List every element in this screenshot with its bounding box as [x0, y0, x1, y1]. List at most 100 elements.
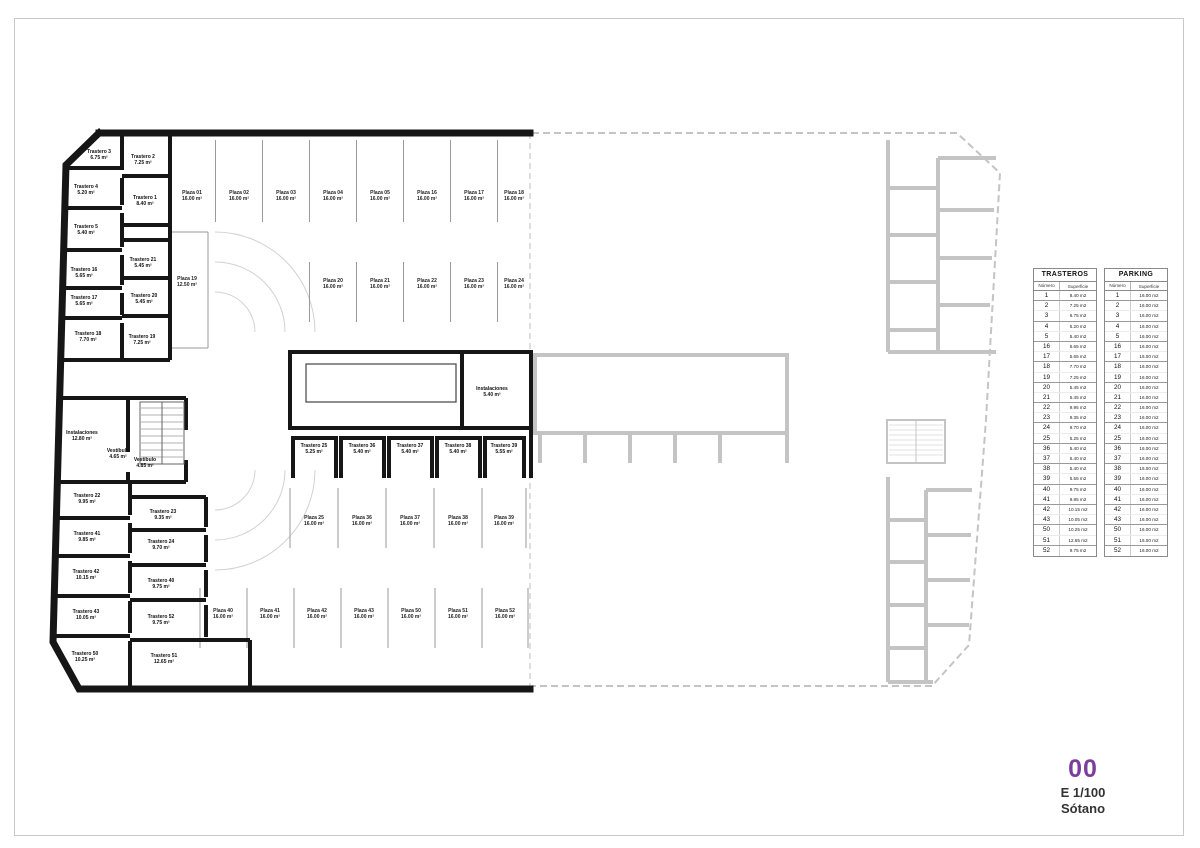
row-numero: 40	[1034, 484, 1060, 494]
row-numero: 21	[1034, 392, 1060, 403]
row-superficie: 16.00 m2	[1139, 506, 1159, 512]
row-numero: 42	[1034, 504, 1060, 515]
row-numero: 37	[1034, 454, 1060, 464]
row-superficie: 10.05 m2	[1068, 517, 1088, 523]
trasteros-table-header: Número Superficie	[1034, 282, 1096, 291]
table-row: 22 9.95 m2	[1034, 403, 1096, 414]
row-superficie: 8.40 m2	[1069, 293, 1087, 298]
row-superficie: 16.00 m2	[1139, 425, 1159, 431]
row-superficie: 16.00 m2	[1139, 343, 1159, 349]
row-numero: 50	[1034, 525, 1060, 535]
row-numero: 22	[1105, 403, 1131, 413]
col-superficie: Superficie	[1138, 283, 1160, 289]
row-numero: 1	[1034, 291, 1060, 301]
row-numero: 43	[1105, 515, 1131, 525]
row-numero: 1	[1105, 291, 1131, 301]
row-numero: 19	[1105, 372, 1131, 382]
row-numero: 22	[1034, 403, 1060, 413]
row-numero: 4	[1105, 321, 1131, 331]
row-numero: 20	[1034, 382, 1060, 392]
row-numero: 5	[1034, 331, 1060, 341]
sheet-number: 00	[1068, 755, 1098, 783]
trasteros-table-title: TRASTEROS	[1034, 269, 1096, 282]
row-superficie: 16.00 m2	[1139, 333, 1159, 339]
inactive-stair	[886, 419, 946, 464]
row-numero: 2	[1105, 301, 1131, 311]
row-superficie: 12.65 m2	[1068, 537, 1088, 543]
row-numero: 4	[1034, 321, 1060, 331]
row-superficie: 16.00 m2	[1139, 354, 1159, 360]
row-superficie: 16.00 m2	[1139, 303, 1159, 309]
plant-equipment	[305, 363, 457, 403]
inactive-cell-row	[538, 433, 789, 463]
row-superficie: 16.00 m2	[1139, 313, 1159, 319]
row-superficie: 16.00 m2	[1139, 415, 1159, 421]
row-numero: 41	[1034, 494, 1060, 504]
row-superficie: 7.25 m2	[1069, 303, 1087, 309]
row-superficie: 5.65 m2	[1069, 343, 1087, 349]
row-numero: 36	[1105, 443, 1131, 453]
walls-topleft-block	[60, 133, 172, 362]
row-superficie: 6.75 m2	[1069, 313, 1087, 319]
row-numero: 25	[1034, 433, 1060, 443]
row-numero: 50	[1105, 525, 1131, 535]
row-superficie: 16.00 m2	[1139, 374, 1159, 380]
col-numero: Número	[1034, 282, 1060, 290]
row-numero: 38	[1034, 464, 1060, 474]
row-superficie: 5.55 m2	[1069, 476, 1087, 482]
col-numero: Número	[1105, 282, 1131, 290]
inactive-walls-topright	[886, 140, 996, 354]
row-superficie: 16.00 m2	[1139, 293, 1159, 298]
active-half	[49, 128, 534, 693]
row-superficie: 16.00 m2	[1139, 527, 1159, 533]
row-superficie: 5.45 m2	[1069, 394, 1087, 400]
row-numero: 51	[1105, 535, 1131, 545]
row-superficie: 9.95 m2	[1069, 405, 1087, 411]
row-numero: 19	[1034, 372, 1060, 382]
row-numero: 40	[1105, 484, 1131, 494]
row-superficie: 10.25 m2	[1068, 527, 1088, 533]
